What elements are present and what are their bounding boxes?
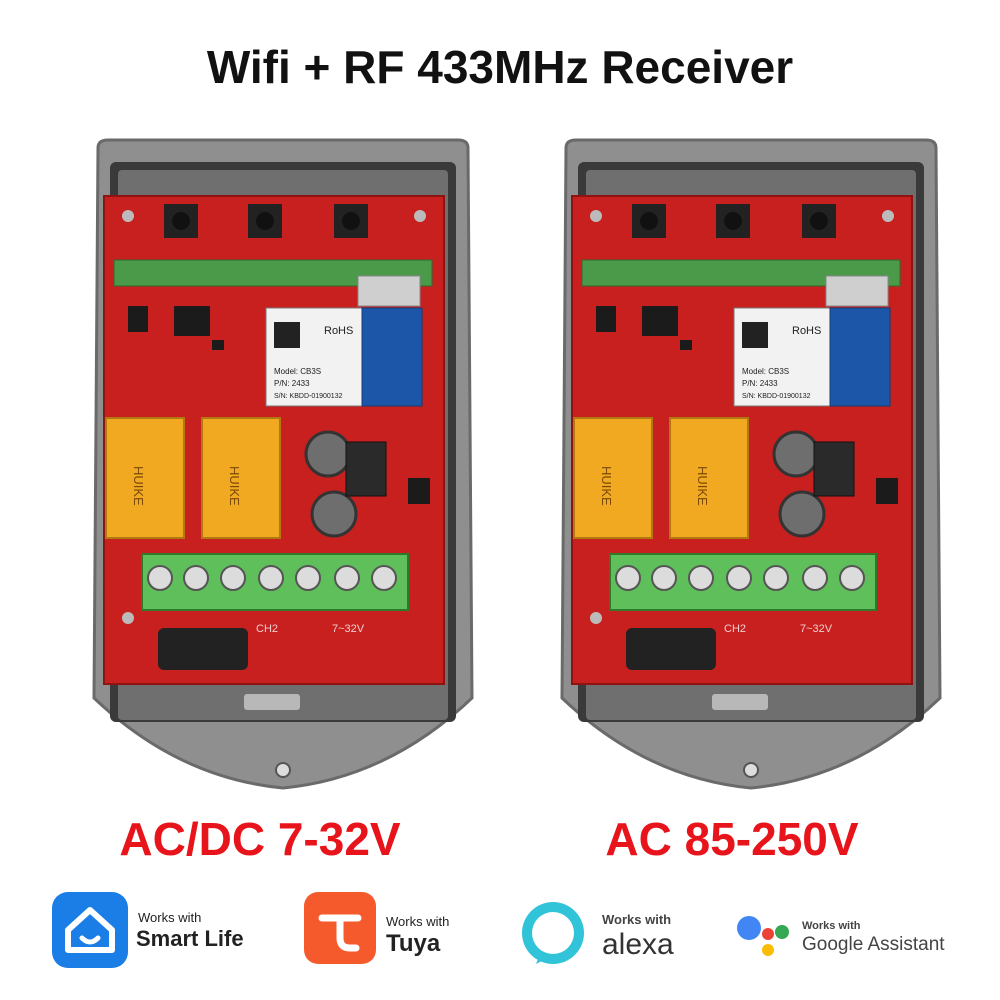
tuya-badge: Works with Tuya	[304, 892, 474, 982]
google-assistant-badge: Works with Google Assistant	[736, 892, 966, 982]
page-title: Wifi + RF 433MHz Receiver	[206, 41, 794, 93]
sn-label: S/N: KBDD-01900132	[742, 393, 811, 400]
badge-big-text: Smart Life	[136, 926, 244, 951]
alexa-badge: Works with alexa	[518, 892, 698, 982]
alexa-icon	[522, 902, 584, 964]
smart-life-badge: Works with Smart Life	[52, 892, 262, 982]
google-assistant-icon	[737, 916, 789, 956]
relay-label: HUIKE	[227, 466, 242, 506]
ch2-label: CH2	[256, 623, 278, 635]
rohs-label: RoHS	[792, 325, 821, 337]
badge-small-text: Works with	[602, 912, 672, 927]
pn-label: P/N: 2433	[274, 379, 310, 388]
badge-small-text: Works with	[386, 914, 450, 929]
badge-big-text: Tuya	[386, 930, 441, 957]
model-label: Model: CB3S	[274, 367, 321, 376]
model-label: Model: CB3S	[742, 367, 789, 376]
relay-label: HUIKE	[599, 466, 614, 506]
badge-small-text: Works with	[138, 910, 202, 925]
voltage-label-right: AC 85-250V	[605, 813, 859, 865]
rohs-label: RoHS	[324, 325, 353, 337]
receiver-device-image: RoHS Model: CB3S P/N: 2433 S/N: KBDD-019…	[560, 138, 942, 790]
receiver-device-image: RoHS Model: CB3S P/N: 2433 S/N: KBDD-019…	[92, 138, 474, 790]
voltage-label-left: AC/DC 7-32V	[119, 813, 401, 865]
tuya-icon	[304, 892, 376, 964]
sn-label: S/N: KBDD-01900132	[274, 393, 343, 400]
badge-big-text: Google Assistant	[802, 934, 945, 955]
ch2-label: CH2	[724, 623, 746, 635]
smart-life-icon	[52, 892, 128, 968]
terminal-voltage-label: 7~32V	[332, 623, 365, 635]
relay-label: HUIKE	[131, 466, 146, 506]
badge-big-text: alexa	[602, 928, 674, 961]
relay-label: HUIKE	[695, 466, 710, 506]
pn-label: P/N: 2433	[742, 379, 778, 388]
terminal-voltage-label: 7~32V	[800, 623, 833, 635]
badge-small-text: Works with	[802, 920, 861, 932]
